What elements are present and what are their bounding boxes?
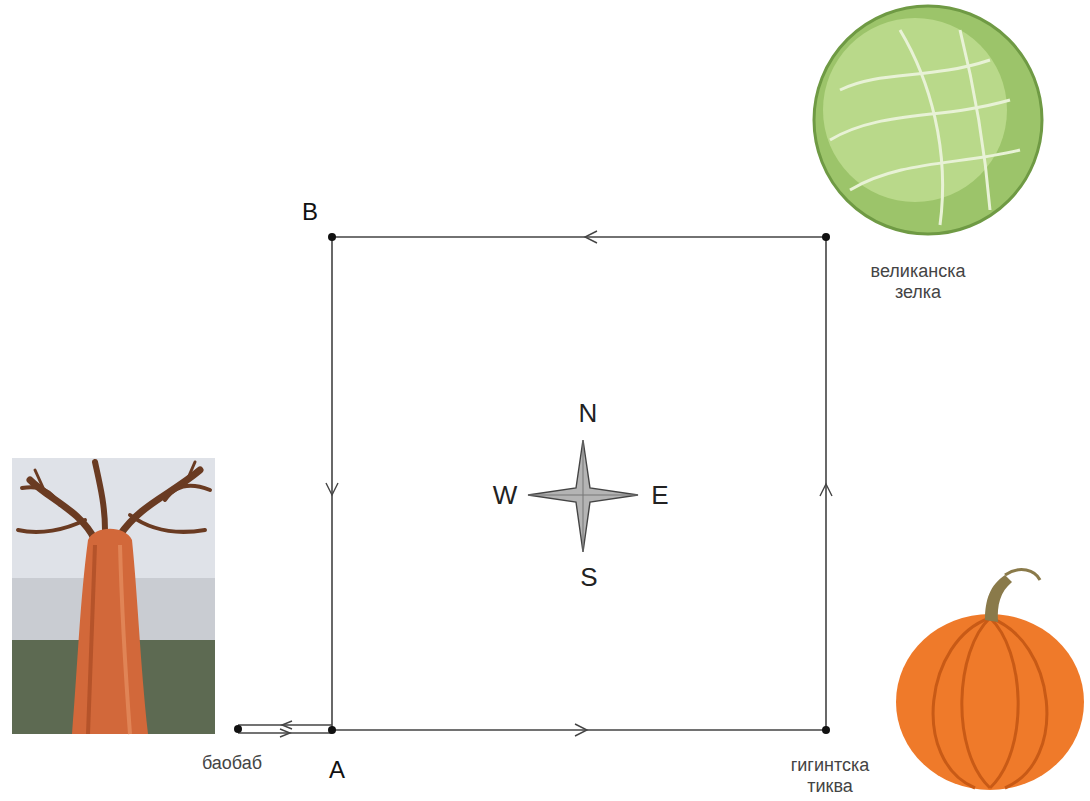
direction-arrows: [280, 231, 832, 737]
place-label: баобаб: [202, 753, 262, 774]
point-name: A: [329, 756, 345, 784]
pumpkin-picture: [896, 570, 1084, 790]
cabbage-picture: [814, 6, 1042, 234]
route-points: [234, 233, 830, 734]
compass-letter: E: [651, 481, 668, 511]
compass-letter: W: [493, 481, 518, 511]
corner-label: великанска зелка: [861, 261, 976, 302]
compass-star: [528, 440, 638, 552]
point-name: B: [302, 198, 318, 226]
corner-label: гигинтска тиква: [775, 756, 885, 797]
route-path: [238, 237, 826, 733]
compass-letter: N: [579, 399, 598, 429]
baobab-picture: [12, 458, 215, 734]
compass-letter: S: [580, 563, 597, 593]
